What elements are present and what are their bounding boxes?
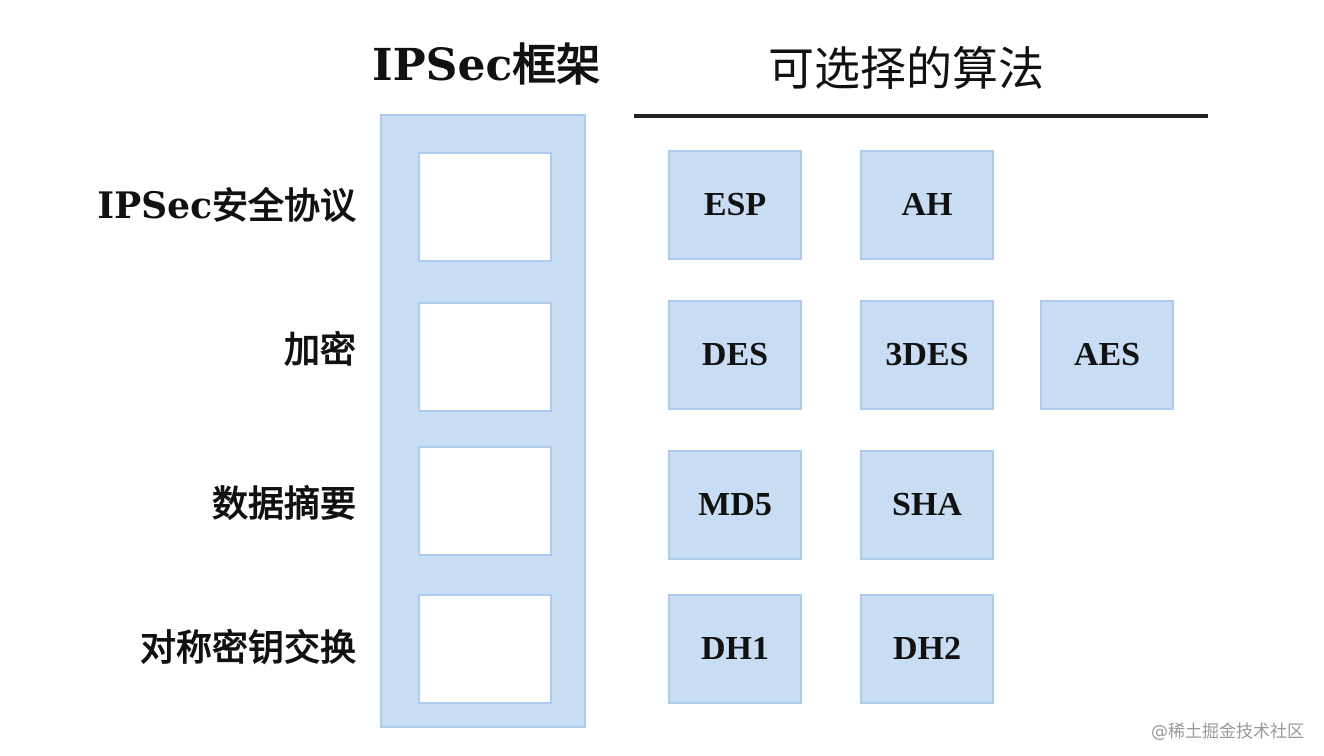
row-label-encryption: 加密 [283,329,356,371]
algorithms-title-underline [634,114,1208,118]
row-label-security-protocol: IPSec安全协议 [97,185,356,227]
watermark: @稀土掘金技术社区 [1151,722,1304,742]
framework-slot-key-exchange [418,594,552,704]
algo-box-3des: 3DES [860,300,994,410]
algo-box-aes: AES [1040,300,1174,410]
framework-slot-encryption [418,302,552,412]
algo-box-md5: MD5 [668,450,802,560]
algo-box-des: DES [668,300,802,410]
algo-box-dh1: DH1 [668,594,802,704]
algo-box-dh2: DH2 [860,594,994,704]
algo-box-esp: ESP [668,150,802,260]
framework-title: IPSec框架 [372,40,601,91]
framework-slot-security-protocol [418,152,552,262]
framework-column [380,114,586,728]
framework-slot-digest [418,446,552,556]
algo-box-sha: SHA [860,450,994,560]
row-label-key-exchange: 对称密钥交换 [139,627,356,669]
row-label-digest: 数据摘要 [211,483,356,525]
algo-box-ah: AH [860,150,994,260]
algorithms-title: 可选择的算法 [768,42,1044,96]
